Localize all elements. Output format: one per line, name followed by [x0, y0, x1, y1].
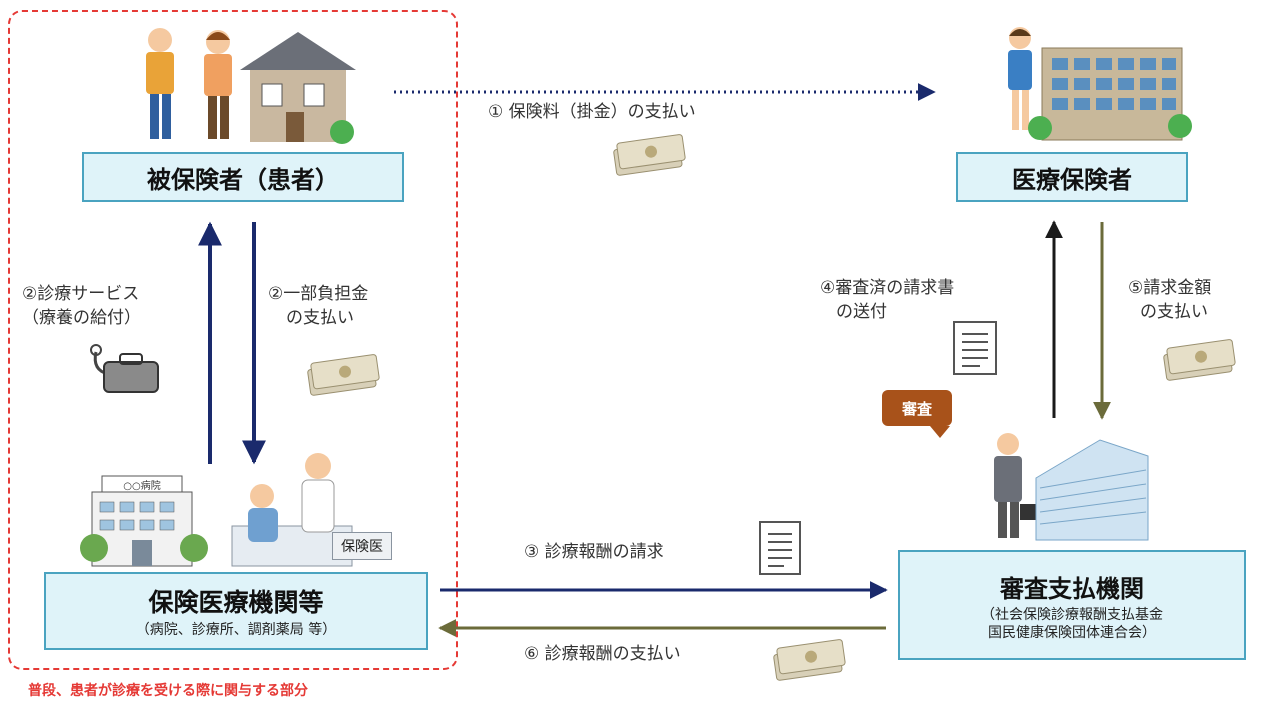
review-body-subtitle-line1: （社会保険診療報酬支払基金: [981, 606, 1163, 623]
flow-5-label-line2: の支払い: [1140, 302, 1208, 322]
review-body-subtitle-line2: 国民健康保険団体連合会）: [988, 624, 1156, 641]
office-building-illustration: [1028, 47, 1192, 141]
money-bills-icon: [613, 134, 686, 176]
hospital-sign: ○○病院: [123, 481, 161, 492]
document-icon: [953, 321, 997, 375]
review-badge-label: 審査: [882, 390, 952, 426]
flow-5-label-line1: ⑤請求金額: [1128, 278, 1212, 298]
flow-2b-label-line2: の支払い: [286, 308, 354, 328]
flow-2b-label-line1: ②一部負担金: [268, 284, 369, 304]
money-bills-icon: [307, 354, 380, 396]
medical-institution-title: 保険医療機関等: [148, 588, 324, 617]
review-body-title: 審査支払機関: [1000, 574, 1144, 603]
doctor-tag: 保険医: [332, 532, 392, 560]
businessman-illustration: [994, 433, 1038, 538]
family-illustration: [146, 28, 232, 139]
insured-title: 被保険者（患者）: [147, 165, 339, 194]
money-bills-icon: [773, 639, 846, 681]
office-tower-illustration: [1035, 439, 1149, 541]
flow-2a-label-line2: （療養の給付）: [22, 308, 141, 328]
flow-4-label-line2: の送付: [836, 302, 887, 322]
patient-involvement-region: [8, 10, 458, 670]
insurer-title: 医療保険者: [1012, 165, 1132, 194]
region-caption: 普段、患者が診療を受ける際に関与する部分: [28, 683, 308, 699]
medical-bag-icon: [90, 344, 159, 393]
flow-6-label: ⑥ 診療報酬の支払い: [524, 644, 681, 664]
flow-1-label: ① 保険料（掛金）の支払い: [488, 102, 696, 122]
flow-3-label: ③ 診療報酬の請求: [524, 542, 664, 562]
review-body-box: 審査支払機関 （社会保険診療報酬支払基金 国民健康保険団体連合会）: [898, 550, 1246, 660]
receptionist-illustration: [1008, 27, 1032, 130]
flow-2a-label-line1: ②診療サービス: [22, 284, 140, 304]
house-illustration: [240, 32, 356, 144]
hospital-illustration: [80, 475, 208, 567]
money-bills-icon: [1163, 339, 1236, 381]
flow-4-label-line1: ④審査済の請求書: [820, 278, 955, 298]
review-badge-tail: [930, 426, 950, 438]
review-badge: 審査: [882, 390, 952, 438]
insurer-box: 医療保険者: [956, 152, 1188, 202]
insured-box: 被保険者（患者）: [82, 152, 404, 202]
medical-institution-box: 保険医療機関等 （病院、診療所、調剤薬局 等）: [44, 572, 428, 650]
medical-institution-subtitle: （病院、診療所、調剤薬局 等）: [135, 622, 337, 638]
document-icon: [759, 521, 801, 575]
